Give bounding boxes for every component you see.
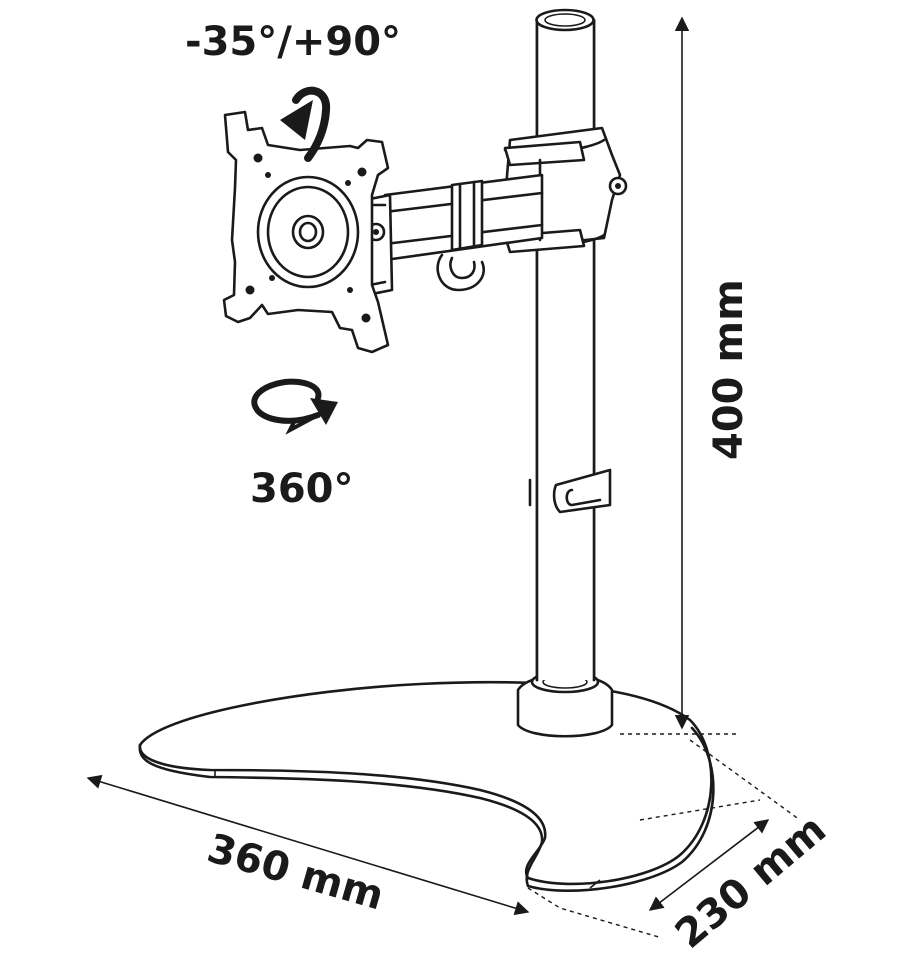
tilt-range-label: -35°/+90° [185,19,401,65]
depth-dimension [639,739,801,911]
rotation-label: 360° [250,466,354,512]
pole-base-collar [516,670,614,738]
width-dimension [86,774,663,939]
width-label: 360 mm [202,825,388,919]
rotate-arrow-icon [251,378,338,435]
height-dimension [620,16,740,735]
vesa-plate [222,110,390,354]
height-label: 400 mm [706,279,752,460]
extension-arm [383,173,544,292]
curved-arrow-icon [280,86,331,162]
cable-clip [528,468,612,514]
vertical-pole [535,8,596,682]
